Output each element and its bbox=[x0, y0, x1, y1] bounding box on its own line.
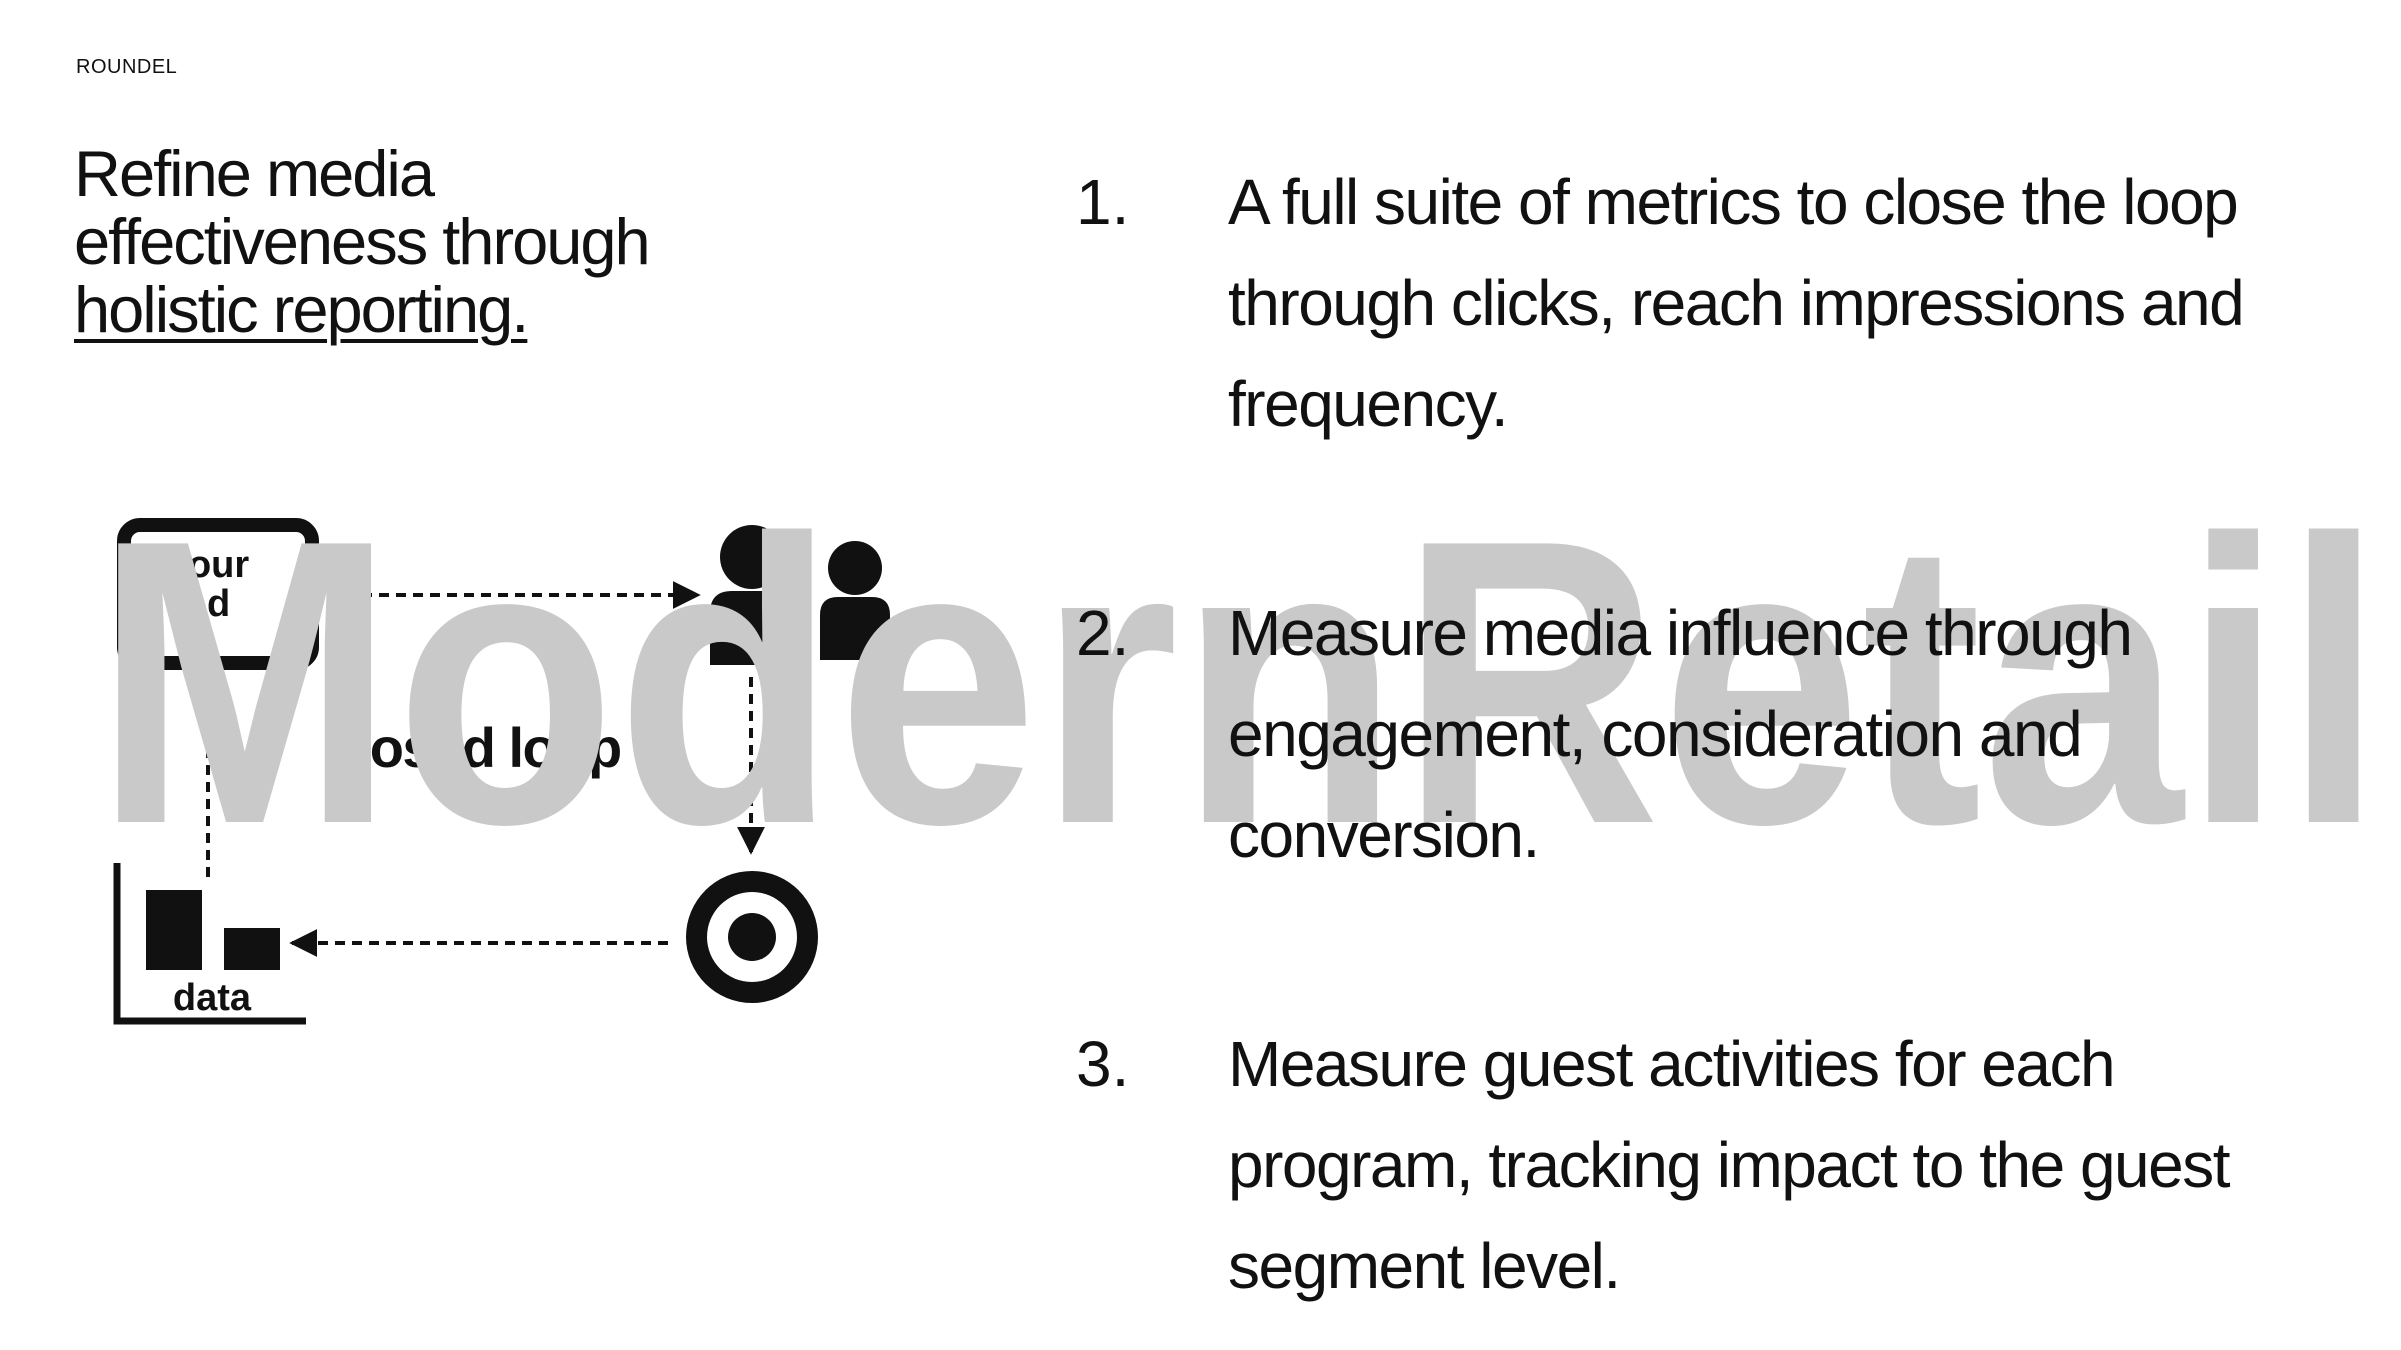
ad-label-line-1: your bbox=[167, 544, 250, 586]
bullseye-icon bbox=[686, 871, 818, 1003]
headline-line-1: Refine media bbox=[74, 137, 435, 210]
list-item-number: 1. bbox=[1076, 166, 1130, 238]
list-item-number: 2. bbox=[1076, 597, 1130, 669]
headline-line-2: effectiveness through bbox=[74, 205, 651, 278]
bar-chart-icon: data bbox=[113, 863, 306, 1025]
list-item-line: program, tracking impact to the guest bbox=[1228, 1129, 2231, 1201]
list-item-line: frequency. bbox=[1228, 368, 1509, 440]
headline: Refine media effectiveness through holis… bbox=[74, 140, 834, 344]
list-item-line: segment level. bbox=[1228, 1230, 1621, 1302]
list-item-line: conversion. bbox=[1228, 799, 1540, 871]
tablet-icon: your ad bbox=[117, 518, 319, 670]
data-label: data bbox=[173, 977, 252, 1019]
brand-label: ROUNDEL bbox=[76, 56, 178, 78]
list-item-line: Measure media influence through bbox=[1228, 597, 2133, 669]
headline-line-3: holistic reporting. bbox=[74, 273, 529, 346]
list-item-text: Measure media influence through engageme… bbox=[1228, 583, 2278, 886]
people-icon bbox=[710, 525, 890, 665]
closed-loop-label: closed loop bbox=[326, 716, 621, 779]
list-item-number: 3. bbox=[1076, 1028, 1130, 1100]
closed-loop-diagram: your ad closed loop data bbox=[113, 518, 890, 1025]
list-item-line: A full suite of metrics to close the loo… bbox=[1228, 166, 2239, 238]
list-item-line: engagement, consideration and bbox=[1228, 698, 2083, 770]
list-item-line: Measure guest activities for each bbox=[1228, 1028, 2116, 1100]
list-item-line: through clicks, reach impressions and bbox=[1228, 267, 2245, 339]
list-item-text: A full suite of metrics to close the loo… bbox=[1228, 152, 2278, 455]
ad-label-line-2: ad bbox=[186, 583, 230, 625]
list-item-text: Measure guest activities for each progra… bbox=[1228, 1014, 2278, 1317]
